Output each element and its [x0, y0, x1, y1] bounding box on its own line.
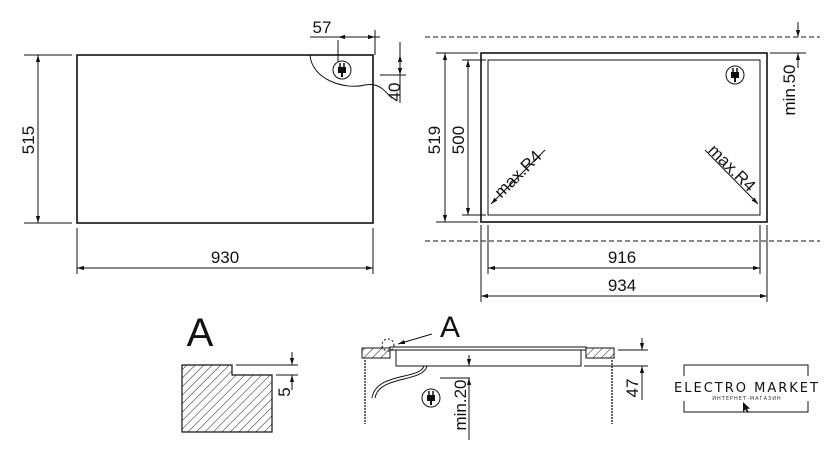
step-label: 5: [275, 387, 294, 396]
depth-label: 515: [19, 126, 38, 154]
electro-market-logo: ELECTRO MARKET ИНТЕРНЕТ-МАГАЗИН: [674, 364, 820, 413]
radius-right-label: max.R4: [704, 141, 759, 196]
cutout-view: 519 500 916 934 min.50 max.R4 max.R4: [425, 22, 820, 302]
cable-area-line: [309, 54, 393, 99]
wall-clearance-label: min.50: [780, 64, 799, 115]
inner-width-label: 916: [608, 248, 636, 267]
detail-a: A 5: [181, 311, 298, 433]
plug-icon: [421, 388, 441, 408]
outer-depth-label: 519: [425, 126, 444, 154]
outer-width-label: 934: [608, 276, 636, 295]
section-view: A min.20 47: [361, 311, 648, 440]
cutout-inner: [487, 59, 761, 216]
worktop-right: [585, 347, 615, 359]
logo-title: ELECTRO MARKET: [674, 381, 820, 396]
cursor-icon: [743, 402, 750, 413]
cutout-outer: [480, 52, 768, 223]
logo-subtitle: ИНТЕРНЕТ-МАГАЗИН: [712, 396, 781, 402]
inner-depth-label: 500: [449, 126, 468, 154]
clearance-below-label: min.20: [451, 379, 470, 430]
plug-icon: [332, 60, 352, 80]
radius-left-label: max.R4: [491, 147, 546, 202]
plug-offset-x-label: 57: [313, 18, 332, 37]
height-label: 47: [623, 379, 642, 398]
edge-profile: [181, 364, 273, 433]
hob-body: [395, 349, 582, 367]
detail-label: A: [187, 311, 214, 355]
detail-ref-label: A: [440, 311, 460, 344]
plug-icon: [725, 65, 745, 85]
plug-offset-y-label: 40: [385, 83, 404, 102]
worktop-left: [361, 347, 391, 359]
width-label: 930: [211, 248, 239, 267]
hob-outline: [76, 54, 374, 224]
top-view: 515 930 57 40: [19, 18, 406, 274]
